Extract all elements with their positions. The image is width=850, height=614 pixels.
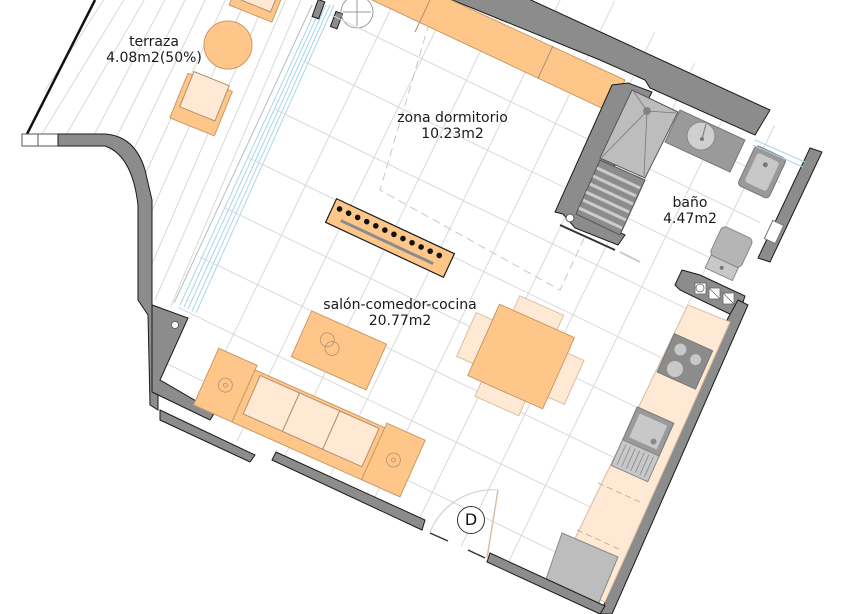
bottom-wall bbox=[159, 409, 606, 614]
kitchen bbox=[544, 304, 731, 606]
bathroom bbox=[554, 82, 823, 319]
dining-table bbox=[467, 303, 576, 410]
room-name: zona dormitorio bbox=[397, 110, 508, 126]
sofa bbox=[192, 347, 426, 498]
room-area: 4.08m2(50%) bbox=[106, 50, 202, 66]
shower-steps bbox=[575, 159, 646, 236]
bidet bbox=[738, 145, 786, 199]
curved-wall bbox=[57, 133, 179, 411]
room-label-salon-comedor-cocina: salón-comedor-cocina 20.77m2 bbox=[300, 297, 500, 329]
dining-set bbox=[455, 295, 585, 417]
room-name: salón-comedor-cocina bbox=[323, 297, 477, 313]
entrance-door[interactable] bbox=[429, 489, 499, 559]
room-name: terraza bbox=[129, 34, 179, 50]
top-wall bbox=[450, 0, 771, 136]
kitchen-sink bbox=[610, 406, 675, 483]
room-label-bano: baño 4.47m2 bbox=[650, 195, 730, 227]
bedroom-zone-outline bbox=[379, 19, 641, 291]
cooktop bbox=[656, 333, 714, 390]
toilet bbox=[704, 226, 753, 282]
sliding-glass-door[interactable] bbox=[173, 4, 335, 314]
room-area: 20.77m2 bbox=[368, 313, 432, 329]
terrace-area bbox=[20, 0, 306, 411]
coffee-table bbox=[290, 310, 388, 391]
terrace-chair bbox=[169, 70, 233, 137]
room-label-zona-dormitorio: zona dormitorio 10.23m2 bbox=[380, 110, 525, 142]
entrance-door-marker: D bbox=[457, 506, 485, 534]
washbasin bbox=[686, 121, 716, 151]
terrace-railing bbox=[23, 0, 97, 139]
terrace-round-table bbox=[203, 20, 253, 70]
terrace-chair-top bbox=[228, 0, 288, 23]
room-area: 4.47m2 bbox=[663, 211, 717, 227]
room-area: 10.23m2 bbox=[421, 126, 484, 142]
right-wall bbox=[599, 299, 749, 614]
room-name: baño bbox=[672, 195, 708, 211]
room-label-terraza: terraza 4.08m2(50%) bbox=[88, 34, 220, 66]
kitchen-island-bench bbox=[324, 197, 456, 279]
